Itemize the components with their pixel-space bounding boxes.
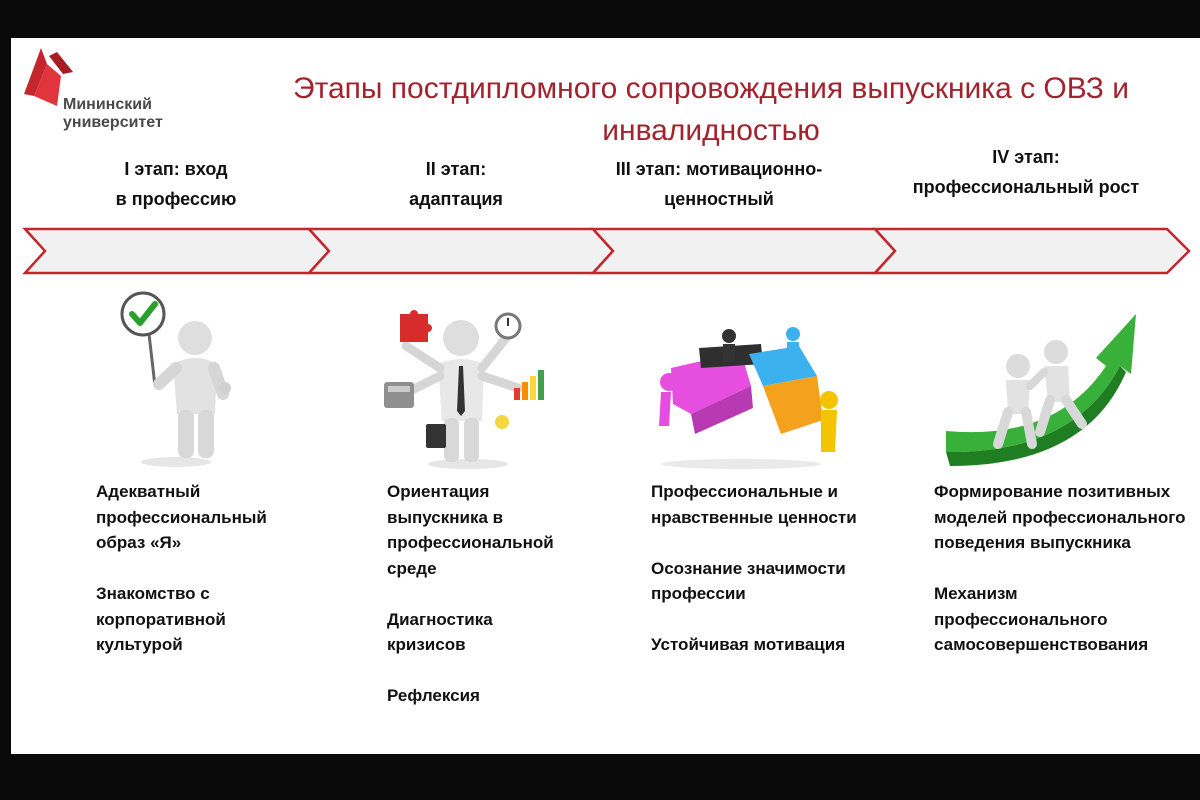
stage-4-chevron [872, 227, 1191, 275]
stage-2-item-1: Ориентация выпускника в профессиональной… [387, 482, 554, 578]
stage-1-header: I этап: вход в профессию [61, 154, 291, 214]
stage-2-item-3: Рефлексия [387, 686, 480, 705]
stage-4-item-2: Механизм профессионального самосовершенс… [934, 584, 1149, 654]
stage-1-chevron [22, 227, 331, 275]
stage-3-item-1: Профессиональные и нравственные ценности [651, 482, 857, 527]
stage-2-header: II этап: адаптация [351, 154, 561, 214]
logo-text-line1: Мининский [63, 96, 152, 113]
stage-3-item-2: Осознание значимости профессии [651, 558, 846, 604]
growth-arrow-team-icon [946, 314, 1136, 466]
stage-3-header: III этап: мотивационно- ценностный [589, 154, 849, 214]
logo-mark-icon [24, 48, 73, 106]
puzzle-team-icon [659, 327, 838, 469]
logo-text-line2: университет [63, 114, 163, 131]
stage-4-header-line2: профессиональный рост [912, 177, 1140, 197]
stage-1-header-line1: I этап: вход [124, 159, 228, 179]
stage-1-item-2: Знакомство с корпоративной культурой [96, 584, 226, 654]
stage-3-chevron [590, 227, 897, 275]
page-title: Этапы постдипломного сопровождения выпус… [251, 68, 1171, 152]
stage-3-item-3: Устойчивая мотивация [651, 635, 846, 654]
stage-arrow-band [22, 227, 1191, 275]
stage-2-header-line1: II этап: [425, 159, 487, 179]
multitasking-person-icon [384, 310, 544, 469]
title-line2: инвалидностью [602, 114, 820, 147]
title-line1: Этапы постдипломного сопровождения выпус… [293, 72, 1129, 105]
stage-3-items: Профессиональные и нравственные ценности… [651, 479, 891, 683]
stage-2-item-2: Диагностика кризисов [387, 609, 493, 655]
university-logo: Мининский университет [19, 46, 179, 146]
stage-2-header-line2: адаптация [409, 189, 503, 209]
stage-1-items: Адекватный профессиональный образ «Я» Зн… [96, 479, 336, 683]
stage-4-item-1: Формирование позитивных моделей професси… [934, 482, 1186, 552]
stage-4-header-line1: IV этап: [992, 147, 1060, 167]
stage-3-header-line1: III этап: мотивационно- [615, 159, 823, 179]
slide: Мининский университет Этапы постдипломно… [11, 38, 1200, 754]
stage-4-header: IV этап: профессиональный рост [881, 142, 1171, 202]
stage-4-items: Формирование позитивных моделей професси… [934, 479, 1200, 683]
stage-1-header-line2: в профессию [115, 189, 237, 209]
stage-2-chevron [306, 227, 615, 275]
person-with-checkmark-sign-icon [120, 291, 231, 467]
stage-1-item-1: Адекватный профессиональный образ «Я» [96, 482, 267, 552]
stage-2-items: Ориентация выпускника в профессиональной… [387, 479, 607, 734]
stage-3-header-line2: ценностный [664, 189, 774, 209]
